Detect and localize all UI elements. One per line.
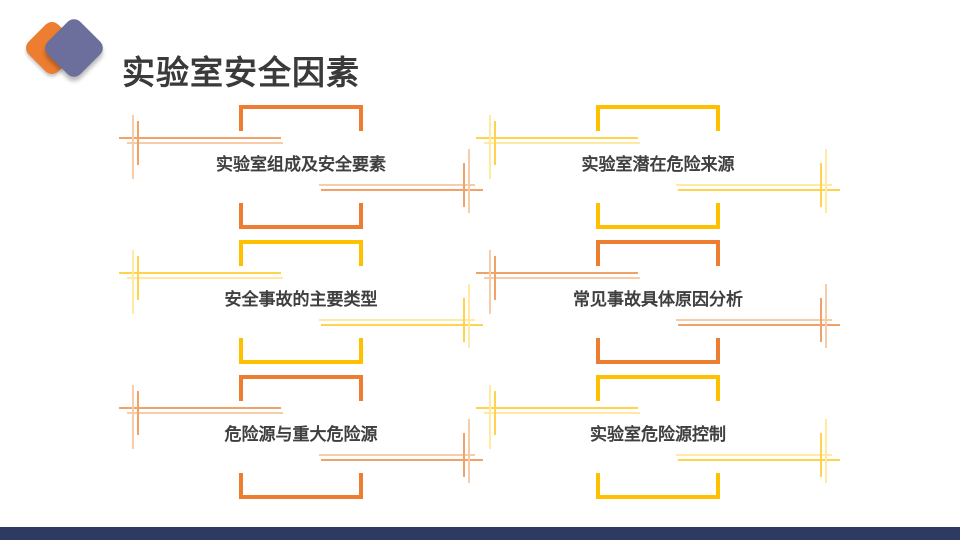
page-title: 实验室安全因素	[122, 54, 360, 92]
bracket-bottom-decoration	[239, 338, 363, 364]
bracket-top-decoration	[596, 105, 720, 131]
bracket-top-decoration	[596, 240, 720, 266]
topic-label: 常见事故具体原因分析	[573, 290, 743, 309]
bracket-bottom-decoration	[596, 473, 720, 499]
bracket-top-decoration	[239, 375, 363, 401]
topic-item-4[interactable]: 常见事故具体原因分析	[472, 236, 844, 368]
topic-item-5[interactable]: 危险源与重大危险源	[115, 371, 487, 503]
topic-item-1[interactable]: 实验室组成及安全要素	[115, 101, 487, 233]
topic-label: 安全事故的主要类型	[224, 290, 378, 309]
topic-item-2[interactable]: 实验室潜在危险来源	[472, 101, 844, 233]
topic-label: 危险源与重大危险源	[224, 425, 378, 444]
topic-label: 实验室危险源控制	[590, 425, 726, 444]
bracket-bottom-decoration	[239, 203, 363, 229]
bracket-top-decoration	[239, 240, 363, 266]
bracket-top-decoration	[596, 375, 720, 401]
bracket-top-decoration	[239, 105, 363, 131]
topic-label: 实验室潜在危险来源	[581, 155, 735, 174]
topic-item-6[interactable]: 实验室危险源控制	[472, 371, 844, 503]
bracket-bottom-decoration	[239, 473, 363, 499]
topic-label: 实验室组成及安全要素	[216, 155, 386, 174]
logo	[22, 8, 114, 94]
bracket-bottom-decoration	[596, 203, 720, 229]
footer-accent-bar	[0, 527, 960, 540]
bracket-bottom-decoration	[596, 338, 720, 364]
topic-item-3[interactable]: 安全事故的主要类型	[115, 236, 487, 368]
